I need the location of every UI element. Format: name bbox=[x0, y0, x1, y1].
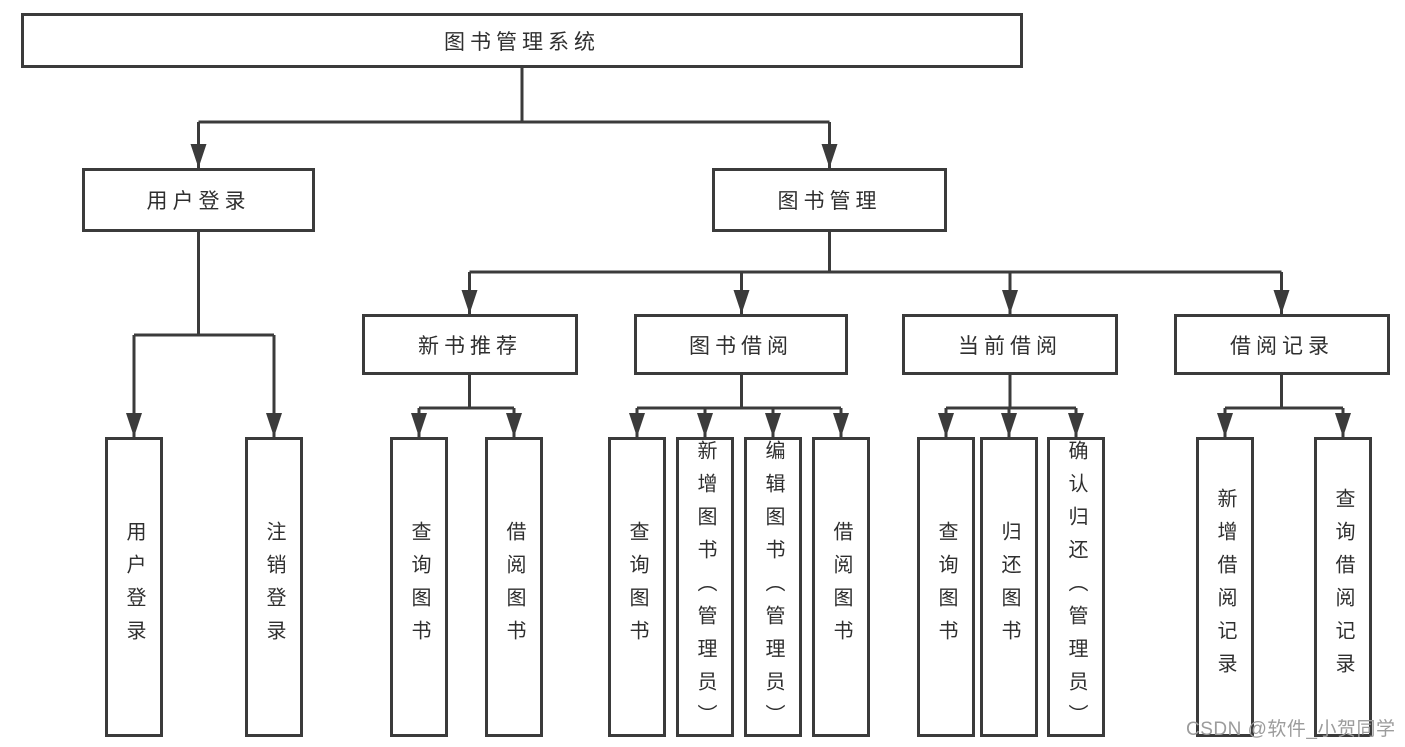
node-label: 图书管理系统 bbox=[444, 30, 600, 54]
leaf-user-login: 用户登录 bbox=[105, 437, 163, 737]
leaf-borrow-borrow-books: 借阅图书 bbox=[812, 437, 870, 737]
leaf-borrow-query-books: 查询图书 bbox=[608, 437, 666, 737]
node-label: 用户登录 bbox=[146, 190, 251, 213]
node-user-login: 用户登录 bbox=[82, 168, 315, 232]
leaf-record-add-borrow-record: 新增借阅记录 bbox=[1196, 437, 1254, 737]
leaf-label: 借阅图书 bbox=[503, 521, 525, 653]
connector-current-to-leaves bbox=[938, 375, 1084, 437]
leaf-record-query-borrow-record: 查询借阅记录 bbox=[1314, 437, 1372, 737]
leaf-label: 确认归还（管理员） bbox=[1065, 440, 1087, 737]
connector-root-to-level2 bbox=[190, 68, 838, 168]
leaf-label: 注销登录 bbox=[263, 521, 285, 653]
leaf-borrow-edit-books-admin: 编辑图书（管理员） bbox=[744, 437, 802, 737]
connectors bbox=[126, 68, 1351, 437]
leaf-label: 查询图书 bbox=[935, 521, 957, 653]
connector-login-to-leaves bbox=[126, 232, 282, 437]
node-label: 借阅记录 bbox=[1230, 334, 1334, 358]
leaf-label: 查询借阅记录 bbox=[1332, 488, 1354, 686]
connector-management-to-level3 bbox=[461, 232, 1290, 314]
node-label: 新书推荐 bbox=[418, 334, 522, 358]
leaf-current-return-books: 归还图书 bbox=[980, 437, 1038, 737]
node-current-borrowing: 当前借阅 bbox=[902, 314, 1118, 375]
leaf-current-confirm-return-admin: 确认归还（管理员） bbox=[1047, 437, 1105, 737]
connector-record-to-leaves bbox=[1217, 375, 1351, 437]
node-label: 当前借阅 bbox=[958, 334, 1062, 358]
node-library-management-system: 图书管理系统 bbox=[21, 13, 1023, 68]
node-new-book-recommendation: 新书推荐 bbox=[362, 314, 578, 375]
leaf-label: 新增借阅记录 bbox=[1214, 488, 1236, 686]
leaf-label: 归还图书 bbox=[998, 521, 1020, 653]
node-label: 图书借阅 bbox=[689, 334, 793, 358]
leaf-borrow-add-books-admin: 新增图书（管理员） bbox=[676, 437, 734, 737]
node-label: 图书管理 bbox=[777, 190, 882, 213]
leaf-label: 查询图书 bbox=[408, 521, 430, 653]
connector-borrow-to-leaves bbox=[629, 375, 849, 437]
leaf-newrec-query-books: 查询图书 bbox=[390, 437, 448, 737]
watermark: CSDN @软件_小贺同学 bbox=[1186, 719, 1396, 740]
leaf-current-query-books: 查询图书 bbox=[917, 437, 975, 737]
leaf-label: 查询图书 bbox=[626, 521, 648, 653]
leaf-label: 用户登录 bbox=[123, 521, 145, 653]
leaf-label: 新增图书（管理员） bbox=[694, 440, 716, 737]
node-book-borrowing: 图书借阅 bbox=[634, 314, 848, 375]
leaf-label: 编辑图书（管理员） bbox=[762, 440, 784, 737]
leaf-logout: 注销登录 bbox=[245, 437, 303, 737]
node-book-management: 图书管理 bbox=[712, 168, 947, 232]
connector-newbook-to-leaves bbox=[411, 375, 522, 437]
leaf-newrec-borrow-books: 借阅图书 bbox=[485, 437, 543, 737]
leaf-label: 借阅图书 bbox=[830, 521, 852, 653]
node-borrowing-records: 借阅记录 bbox=[1174, 314, 1390, 375]
